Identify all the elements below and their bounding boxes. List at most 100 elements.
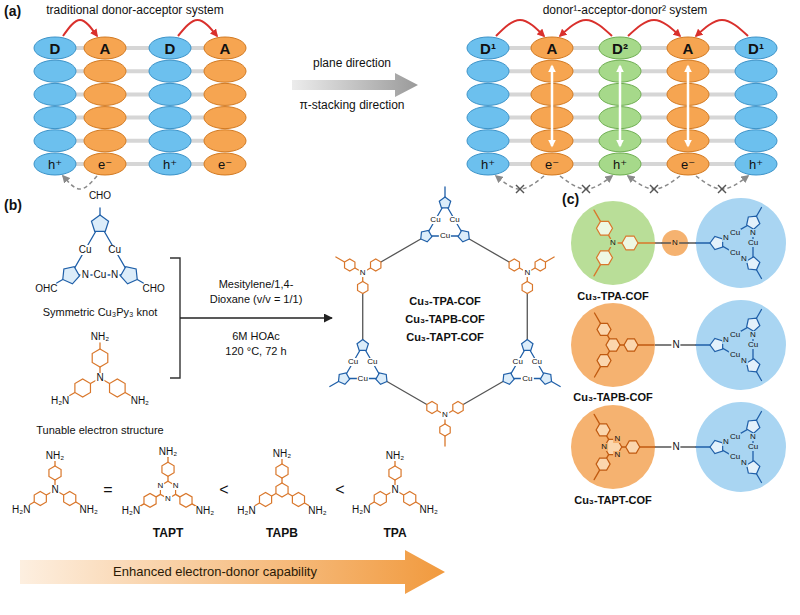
atom-label: Cu (347, 358, 359, 366)
acceptor-stack: Ae⁻ (530, 36, 574, 176)
connector-path (496, 176, 544, 189)
bond (464, 236, 509, 262)
imine-circle: N (662, 230, 688, 256)
atom-label: N (50, 485, 59, 495)
atom-label: NH₂ (385, 451, 405, 461)
reaction-condition: 120 °C, 72 h (225, 345, 286, 357)
stack-ellipse (84, 37, 126, 59)
stack-ellipse (84, 60, 126, 82)
cof-name: Cu₃-TAPB-COF (405, 313, 484, 325)
bond (638, 344, 654, 345)
atom-label: NH₂ (45, 451, 65, 461)
circle-shape (571, 405, 655, 489)
atom-label: Cu (107, 245, 122, 255)
ellipse-stack (530, 36, 574, 176)
atom-label: Cu (747, 341, 759, 349)
stack-ellipse (467, 130, 509, 152)
atom-label: N (749, 433, 757, 441)
ring (503, 373, 514, 384)
atom-label: N (359, 269, 367, 277)
ring (747, 359, 760, 372)
ring (404, 492, 416, 506)
atom-label: NH₂ (79, 505, 99, 515)
reaction-condition: Dioxane (v/v = 1/1) (210, 293, 303, 305)
ring (596, 424, 610, 436)
donor-stack: Dh⁺ (33, 36, 77, 176)
stack-ellipse (667, 37, 709, 59)
bond (70, 393, 75, 396)
bond (527, 294, 528, 346)
connector-path (696, 176, 748, 189)
stack-ellipse (735, 107, 777, 129)
atom-label: OHC (34, 284, 58, 294)
stack-ellipse (599, 37, 641, 59)
ring (710, 440, 723, 453)
stack-ellipse (467, 153, 509, 175)
atom-label: NH₂ (272, 449, 292, 459)
stack-ellipse (467, 37, 509, 59)
atom-label: NH₂ (130, 396, 150, 406)
atom-label: NH₂ (419, 505, 439, 515)
stack-label: D (165, 41, 176, 56)
atom-label: H₂N (236, 506, 256, 516)
atom-label: N (740, 357, 748, 365)
atom-label: Cu (366, 358, 378, 366)
ring (162, 462, 174, 476)
bond (382, 379, 427, 405)
connector-path (560, 176, 612, 189)
atom-label: N (613, 435, 621, 443)
transfer-arrow (63, 20, 97, 36)
stack-ellipse (531, 37, 573, 59)
bond (54, 461, 55, 466)
ring (374, 492, 386, 506)
atom-label: N (164, 495, 172, 503)
ring (49, 466, 61, 480)
ellipse-stack (734, 36, 778, 176)
stack-ellipse (204, 60, 246, 82)
stack-label: A (100, 41, 111, 56)
stack-label: D² (612, 41, 628, 56)
stack-ellipse (204, 37, 246, 59)
stack-ellipse (34, 37, 76, 59)
bond (99, 343, 100, 349)
atom-label: N (740, 255, 748, 263)
stacking-arrow (551, 66, 554, 146)
ring (75, 379, 91, 397)
stack-label: D¹ (480, 41, 496, 56)
relation-symbol: = (103, 481, 112, 499)
trend-label: Enhanced electron-donor capability (113, 565, 317, 579)
atom-label: Cu (531, 358, 543, 366)
stack-ellipse (204, 107, 246, 129)
atom-label: N (157, 482, 165, 490)
ring (259, 493, 271, 507)
stack-label: A (220, 41, 231, 56)
ring (624, 339, 638, 351)
stacking-rails (55, 48, 756, 164)
stack-ellipse (735, 153, 777, 175)
atom-label: H₂N (50, 396, 70, 406)
ring (338, 373, 349, 384)
trend-arrow (20, 550, 445, 594)
recombination-arrow (628, 176, 680, 193)
stack-ellipse (84, 153, 126, 175)
donor-stack: D¹h⁺ (466, 36, 510, 176)
atom-label: Cu (729, 433, 741, 441)
panel-letter: (a) (4, 4, 21, 19)
transfer-arrow (560, 20, 612, 36)
atom-label: N (671, 239, 679, 247)
structure (594, 210, 655, 276)
ring (180, 493, 192, 507)
stacking-arrow (619, 66, 622, 146)
stack-ellipse (204, 153, 246, 175)
atom-label: N (441, 411, 449, 419)
reaction-condition: Mesitylene/1,4- (219, 278, 294, 290)
stack-ellipse (34, 130, 76, 152)
atom-label: NH₂ (195, 506, 215, 516)
ring (710, 236, 723, 249)
atom-label: N (749, 331, 757, 339)
donor-stack: D¹h⁺ (734, 36, 778, 176)
atom-label: H₂N (11, 505, 31, 515)
stack-ellipse (599, 153, 641, 175)
stack-ellipse (84, 83, 126, 105)
ring (427, 402, 437, 414)
